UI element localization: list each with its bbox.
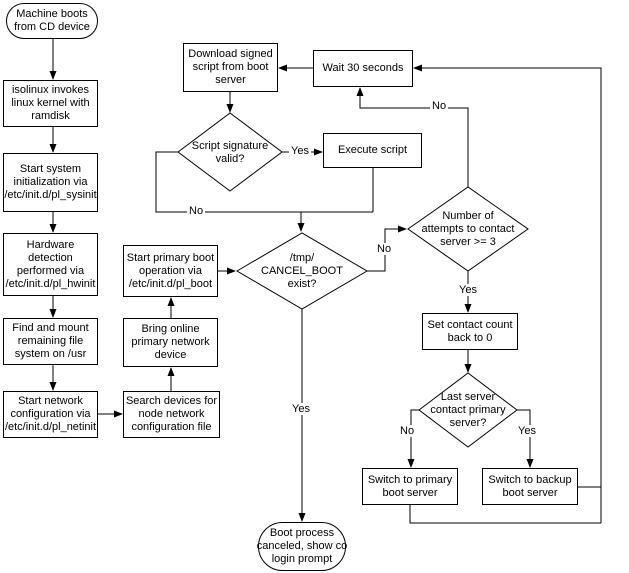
node-end-label: Boot process canceled, show co login pro… [256,527,348,565]
decision-attempts-count [407,186,529,272]
edge-label-last-yes: Yes [516,425,538,437]
node-sigvalid-label: Script signature valid? [191,139,269,165]
edge-label-attempts-yes: Yes [457,284,479,296]
node-isolinux-label: isolinux invokes linux kernel with ramdi… [11,84,90,122]
node-download: Download signed script from boot server [183,43,278,92]
edge-attempts-wait-no [356,87,469,187]
edge-lastserver-primary-no [407,409,419,468]
edge-lastserver-backup-yes [517,409,534,468]
node-switchbackup: Switch to backup boot server [482,468,578,505]
node-plboot: Start primary boot operation via /etc/in… [123,245,218,297]
node-switchbackup-label: Switch to backup boot server [488,473,572,499]
node-findmount: Find and mount remaining file system on … [3,318,98,365]
node-netinit-label: Start network configuration via /etc/ini… [4,395,97,433]
node-setcount: Set contact count back to 0 [422,313,518,350]
node-searchdev: Search devices for node network configur… [123,391,220,438]
node-hwinit: Hardware detection performed via /etc/in… [3,233,98,296]
node-switchprimary-label: Switch to primary boot server [367,473,453,499]
node-download-label: Download signed script from boot server [188,48,273,86]
node-switchprimary: Switch to primary boot server [362,468,458,505]
node-sysinit-label: Start system initialization via /etc/ini… [4,163,97,201]
node-plboot-label: Start primary boot operation via /etc/in… [126,251,215,290]
node-execute-label: Execute script [337,144,408,156]
node-attempts-label: Number of attempts to contact server >= … [421,209,515,248]
node-lastserver-label: Last server contact primary server? [430,390,506,429]
edge-label-last-no: No [398,425,417,437]
decision-script-signature-valid [177,112,283,192]
edge-sigvalid-no-loop [155,151,373,213]
node-start-label: Machine boots from CD device [14,8,90,33]
node-setcount-label: Set contact count back to 0 [427,318,513,344]
edge-label-sig-no: No [187,205,206,217]
node-end: Boot process canceled, show co login pro… [256,522,348,571]
node-start: Machine boots from CD device [6,3,98,39]
edge-label-sig-yes: Yes [289,145,311,157]
edge-label-attempts-no: No [430,100,449,112]
node-sysinit: Start system initialization via /etc/ini… [3,153,98,212]
edge-label-cancel-yes: Yes [290,403,312,415]
edge-label-cancel-no: No [375,243,394,255]
node-cancelboot-label: /tmp/ CANCEL_BOOT exist? [261,251,343,290]
node-wait-label: Wait 30 seconds [322,62,404,74]
node-hwinit-label: Hardware detection performed via /etc/in… [5,238,96,290]
decision-last-server-primary [418,372,518,448]
edge-primary-out [409,505,601,524]
node-findmount-label: Find and mount remaining file system on … [12,322,89,360]
decision-cancel-boot-exist [236,232,368,310]
node-netinit: Start network configuration via /etc/ini… [3,391,98,438]
node-isolinux: isolinux invokes linux kernel with ramdi… [3,80,98,127]
node-execute: Execute script [323,133,422,168]
node-bringonline: Bring online primary network device [123,318,218,367]
node-bringonline-label: Bring online primary network device [131,323,210,361]
node-searchdev-label: Search devices for node network configur… [125,395,218,433]
edge-loop-to-wait [413,64,602,523]
node-wait: Wait 30 seconds [313,50,413,87]
